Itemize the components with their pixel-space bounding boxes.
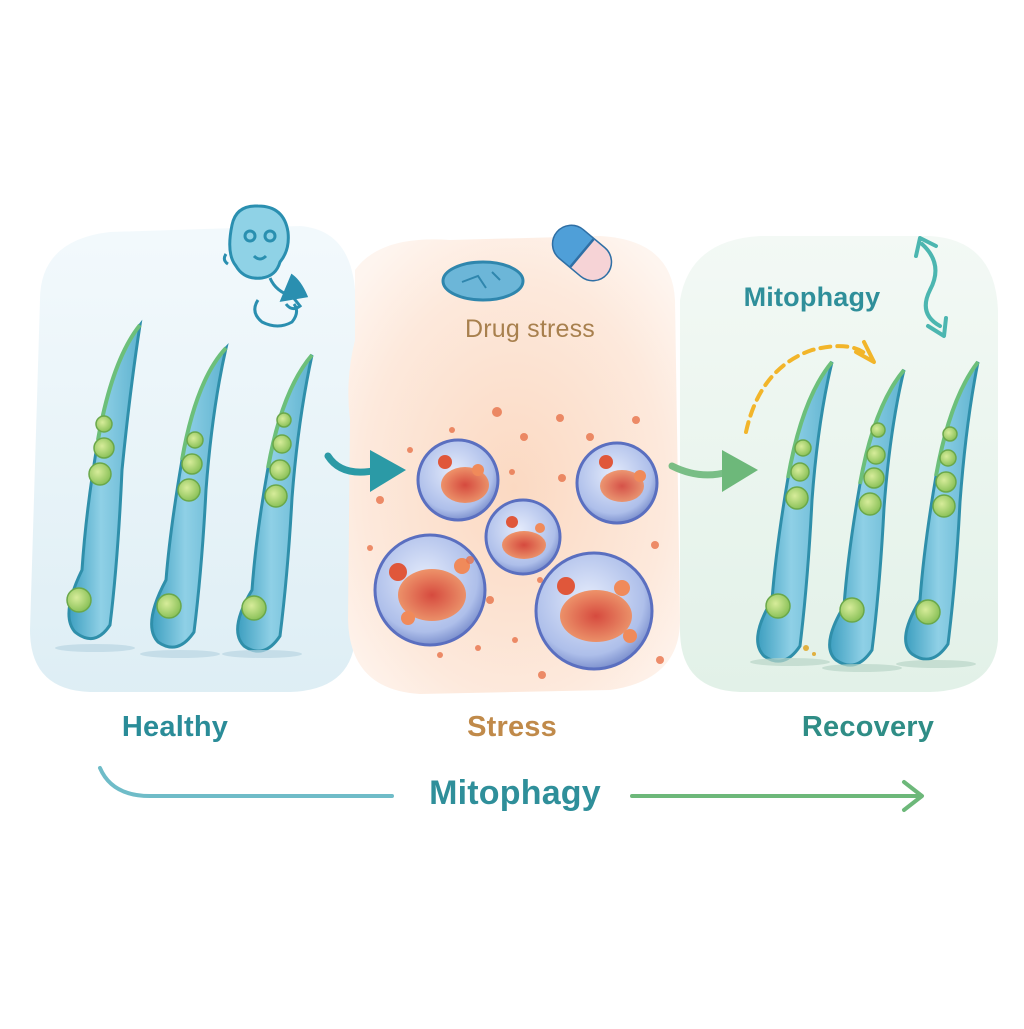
damaged-vesicle <box>575 441 659 525</box>
recovery-panel <box>680 236 998 692</box>
bidirectional-arrow-icon <box>914 236 948 338</box>
scattered-particles <box>367 407 664 679</box>
dashed-arrow <box>744 344 870 434</box>
damaged-vesicle <box>416 438 500 522</box>
arrowhead-stress-to-recovery <box>722 450 758 492</box>
stress-vesicles <box>367 407 664 679</box>
label-mitophagy-top: Mitophagy <box>743 282 881 312</box>
label-healthy: Healthy <box>121 711 229 743</box>
head-profile-icon <box>222 204 309 328</box>
label-drug-stress: Drug stress <box>464 315 595 343</box>
timeline-line-left <box>98 766 394 798</box>
timeline-arrowhead <box>902 780 924 812</box>
arrowhead-healthy-to-stress <box>370 450 406 492</box>
recovery-cells <box>750 360 980 672</box>
label-stress: Stress <box>467 711 557 743</box>
damaged-vesicle <box>373 533 487 647</box>
capsule-icon <box>551 224 613 282</box>
damaged-vesicle <box>484 498 562 576</box>
healthy-cells <box>55 319 314 658</box>
dashed-arrowhead <box>854 340 876 364</box>
label-mitophagy-timeline: Mitophagy <box>429 774 601 812</box>
damaged-vesicle <box>534 551 654 671</box>
label-recovery: Recovery <box>801 711 935 743</box>
tablet-icon <box>441 260 525 302</box>
